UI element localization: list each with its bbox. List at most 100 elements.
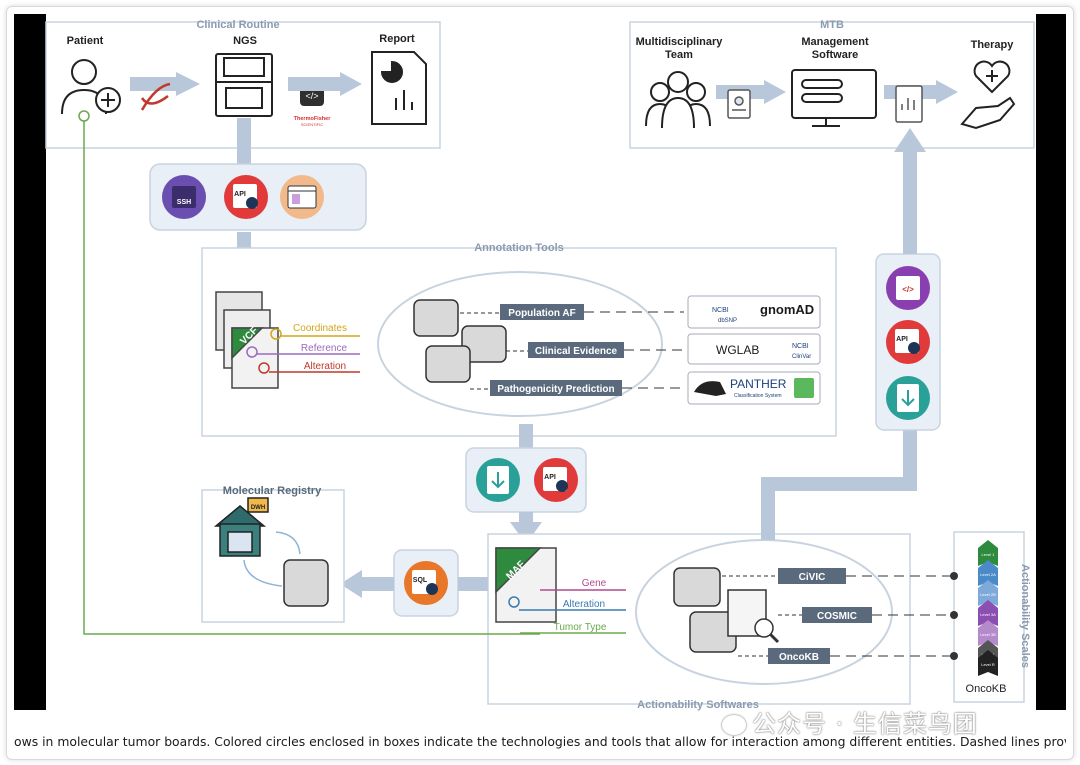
report-icon [371,51,427,125]
watermark-text: 公众号 · 生信菜鸟团 [752,710,978,738]
figure-caption: ows in molecular tumor boards. Colored c… [14,734,1066,749]
code-glyph: </> [305,91,318,101]
team-label-line2: Team [665,49,693,61]
clinical-routine-title: Clinical Routine [196,19,279,31]
dbsnp-logo: dbSNP [718,318,737,324]
monitor-icon [791,69,877,127]
frame-top [0,0,1080,14]
team-to-software-arrowhead [764,80,786,104]
tools-to-mtb-arrowhead [894,128,926,152]
workflow-diagram: Clinical Routine Patient NGS </> ThermoF… [45,19,1035,711]
level-2b-label: Level 2B [980,592,996,597]
level-2a-label: Level 2A [980,572,996,577]
annotation-databases-icon [413,299,507,383]
panther-animal-icon [694,381,726,396]
download-icon-2 [886,376,930,420]
download-icon-1 [476,458,520,502]
population-af-sources [687,295,821,329]
maf-file-icon [495,547,557,623]
oncokb-label: OncoKB [779,652,819,663]
software-label-line2: Software [812,49,858,61]
clinvar-logo: ClinVar [792,354,811,360]
patient-to-ngs-arrowhead [176,72,200,96]
wechat-watermark: 公众号 · 生信菜鸟团 [722,704,978,739]
population-af-label: Population AF [508,308,575,319]
panther-sub-logo: Classification System [734,393,782,399]
level-3a-label: Level 3A [980,612,996,617]
ncbi-logo-2: NCBI [792,343,809,350]
sql-to-registry-arrowhead [340,570,362,598]
frame-left-bar [14,14,46,710]
population-af-tag [500,304,584,320]
oncokb-tag [768,648,830,664]
level-1-label: Level 1 [982,552,996,557]
pathogenicity-tag [490,380,622,396]
level-3b-chevron [978,620,998,646]
civic-label: CiVIC [799,572,826,583]
patient-to-tumor-type-link [83,121,540,635]
thermofisher-logo-line2: SCIENTIFIC [301,122,323,127]
ssh-icon: SSH [162,175,206,219]
clinical-evidence-tag [528,342,624,358]
ngs-label: NGS [233,35,257,47]
civic-scale-dot [950,572,958,580]
cosmic-tag [802,607,872,623]
api-label-2: API [544,474,556,481]
annotation-tools-title: Annotation Tools [474,242,564,254]
dna-icon [140,82,171,111]
code-editor-icon: </> [886,266,930,310]
cosmic-label: COSMIC [817,611,857,622]
ssh-label: SSH [177,199,191,206]
patient-label: Patient [67,35,104,47]
ncbi-logo-1: NCBI [712,307,729,314]
oncokb-scale-dot [950,652,958,660]
therapy-label: Therapy [971,39,1015,51]
civic-tag [778,568,846,584]
software-label-line1: Management [801,36,869,48]
patient-icon [61,59,121,115]
api-label-1: API [234,191,246,198]
therapy-hand-heart-icon [960,60,1016,130]
data-warehouse-icon [213,497,269,557]
molecular-registry-title: Molecular Registry [223,485,322,497]
alteration-label: Alteration [304,361,346,372]
vcf-field-connectors [246,328,360,374]
wglab-logo: WGLAB [716,343,759,357]
pathogenicity-green-logo [794,378,814,398]
api-label-3: API [896,336,908,343]
level-2a-chevron [978,560,998,586]
thermofisher-logo-line1: ThermoFisher [294,116,332,122]
patient-link-node [78,110,90,122]
ngs-to-report-arrowhead [340,72,362,96]
registry-flow-arrow-1 [243,559,283,587]
coordinates-label: Coordinates [293,323,347,334]
level-r-chevron [978,650,998,676]
maf-alteration-label: Alteration [563,599,605,610]
clinical-evidence-sources [687,333,821,365]
mtb-title: MTB [820,19,844,31]
gnomad-logo: gnomAD [760,302,814,317]
actionability-databases-icon [673,567,780,653]
pathogenicity-label: Pathogenicity Prediction [497,384,614,395]
export-to-maf-arrowhead [510,522,542,544]
sql-label: SQL [413,577,428,584]
clinical-evidence-label: Clinical Evidence [535,346,618,357]
software-to-therapy-arrowhead [936,80,958,104]
api-icon: API [224,175,268,219]
code-editor-glyph: </> [902,285,914,294]
report-label: Report [379,33,415,45]
scales-oncokb-label: OncoKB [966,683,1007,695]
level-r-label: Level R [981,662,995,667]
api-icon-3: API [886,320,930,364]
actionability-to-mtb-connector [761,430,917,540]
level-3a-chevron [978,600,998,626]
level-3b-label: Level 3B [980,632,996,637]
team-icon [645,71,711,129]
tumor-type-label: Tumor Type [554,622,607,633]
sequencer-icon [215,53,273,117]
dwh-label: DWH [251,505,265,511]
sql-icon: SQL [404,561,448,605]
wechat-icon [722,715,746,735]
actionability-scales-title: Actionability Scales [1019,564,1031,668]
